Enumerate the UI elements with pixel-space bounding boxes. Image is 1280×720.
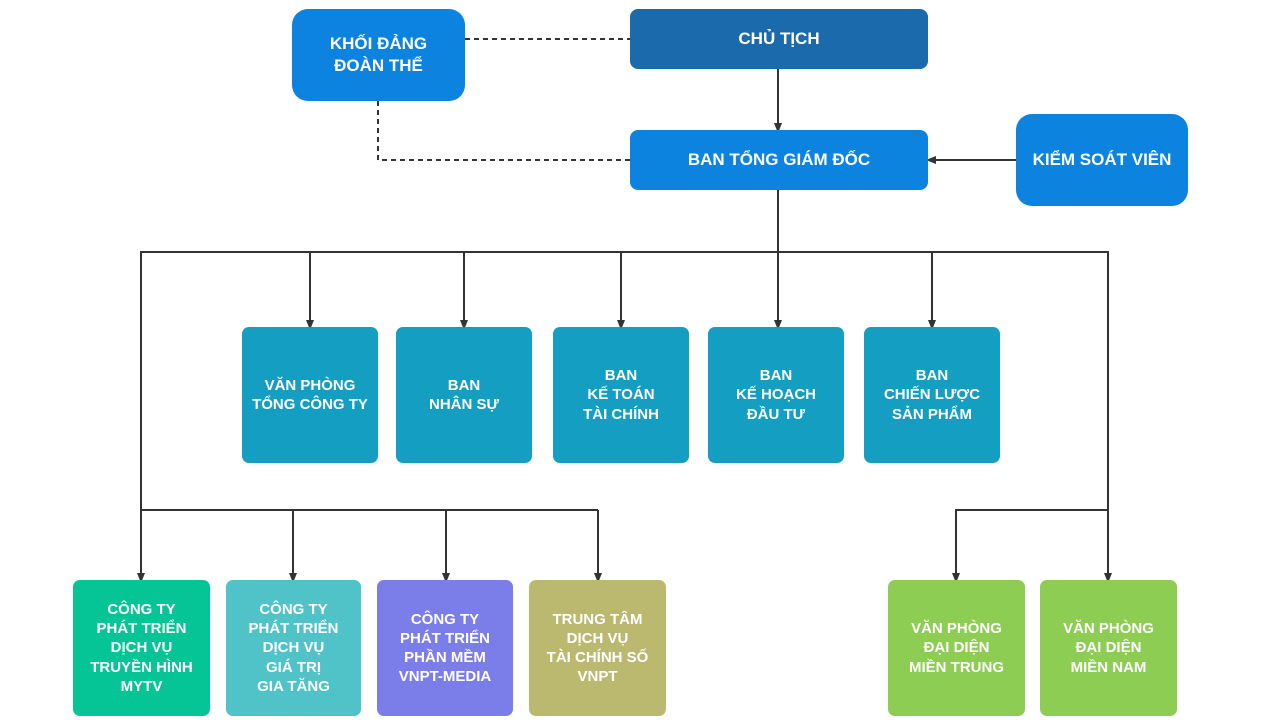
dashed-link-bantgd [377,101,630,161]
office-mien-nam: VĂN PHÒNG ĐẠI DIỆN MIỀN NAM [1040,580,1177,716]
dept-ban-chien-luoc-san-pham: BAN CHIẾN LƯỢC SẢN PHẨM [864,327,1000,463]
ban-tong-giam-doc-box: BAN TỔNG GIÁM ĐỐC [630,130,928,190]
office-mien-trung: VĂN PHÒNG ĐẠI DIỆN MIỀN TRUNG [888,580,1025,716]
sub-mytv: CÔNG TY PHÁT TRIỂN DỊCH VỤ TRUYỀN HÌNH M… [73,580,210,716]
kiem-soat-vien-box: KIỂM SOÁT VIÊN [1016,114,1188,206]
dept-ban-ke-toan-tai-chinh: BAN KẾ TOÁN TÀI CHÍNH [553,327,689,463]
dept-van-phong-tong-cong-ty: VĂN PHÒNG TỔNG CÔNG TY [242,327,378,463]
chu-tich-box: CHỦ TỊCH [630,9,928,69]
khoi-dang-doan-the-box: KHỐI ĐẢNG ĐOÀN THỂ [292,9,465,101]
sub-gia-tri-gia-tang: CÔNG TY PHÁT TRIỂN DỊCH VỤ GIÁ TRỊ GIA T… [226,580,361,716]
dept-ban-ke-hoach-dau-tu: BAN KẾ HOẠCH ĐẦU TƯ [708,327,844,463]
sub-vnpt-media: CÔNG TY PHÁT TRIỂN PHẦN MỀM VNPT-MEDIA [377,580,513,716]
sub-tai-chinh-so: TRUNG TÂM DỊCH VỤ TÀI CHÍNH SỐ VNPT [529,580,666,716]
dept-ban-nhan-su: BAN NHÂN SỰ [396,327,532,463]
